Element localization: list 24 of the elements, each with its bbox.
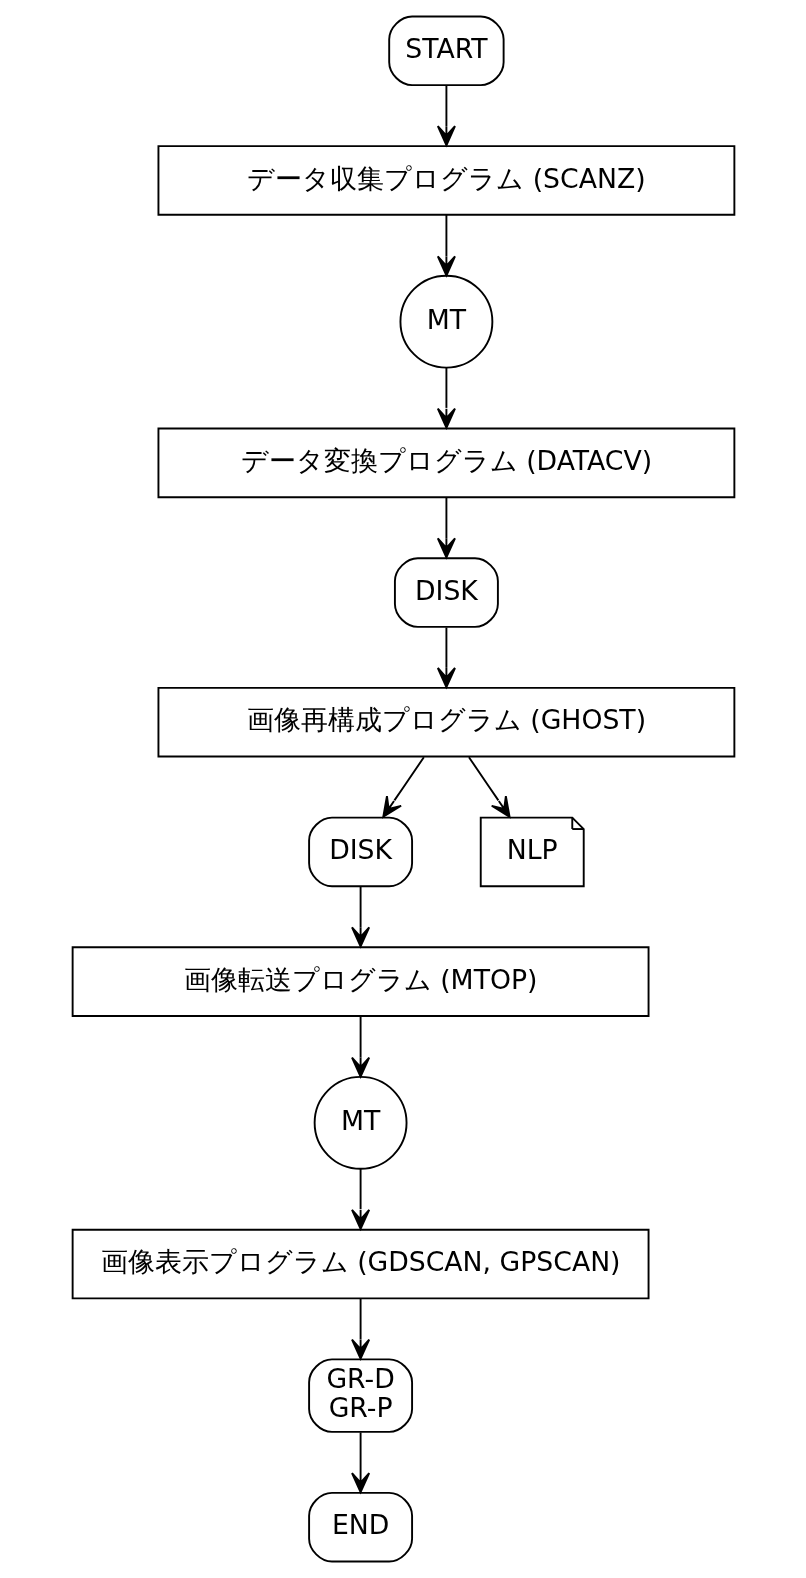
arrow	[467, 756, 510, 818]
node-circle: MT	[399, 274, 493, 369]
arrow	[381, 756, 425, 818]
arrow	[350, 1297, 370, 1360]
node-box: DISK	[307, 816, 413, 888]
arrow	[436, 213, 456, 277]
node-box: 画像表示プログラム (GDSCAN, GPSCAN)	[71, 1228, 649, 1300]
arrow	[436, 626, 456, 688]
node-box: データ変換プログラム (DATACV)	[157, 427, 735, 499]
arrow	[350, 1168, 370, 1230]
node-box: END	[307, 1491, 413, 1563]
arrow	[436, 366, 456, 429]
arrow	[350, 1431, 370, 1494]
node-box: START	[387, 15, 505, 87]
node-box: 画像転送プログラム (MTOP)	[71, 946, 649, 1017]
arrow	[350, 885, 370, 948]
arrow	[350, 1015, 370, 1078]
arrow	[436, 84, 456, 147]
node-box: 画像再構成プログラム (GHOST)	[157, 686, 735, 758]
node-circle: MT	[313, 1075, 407, 1170]
node-box: DISK	[393, 557, 499, 628]
node-box: データ収集プログラム (SCANZ)	[157, 145, 735, 216]
arrow	[436, 496, 456, 559]
node-box: GR-D GR-P	[307, 1358, 413, 1433]
